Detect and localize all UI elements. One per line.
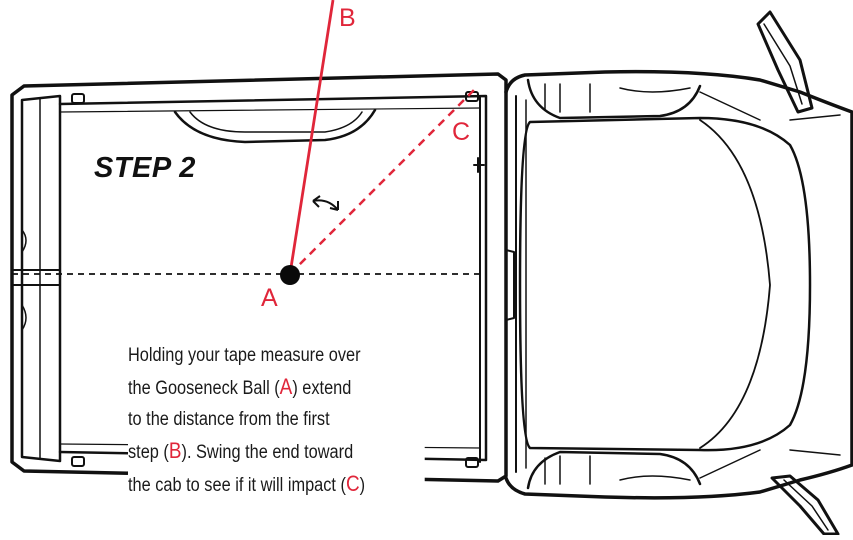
mirror-bottom	[770, 474, 840, 536]
mirror-top	[756, 10, 814, 114]
tailgate	[20, 94, 62, 463]
instructions-line-5: the cab to see if it will impact (C)	[128, 471, 366, 496]
swing-arrow-icon	[312, 199, 339, 211]
bed-outline	[10, 72, 508, 483]
label-a: A	[261, 284, 278, 312]
gooseneck-ball	[280, 265, 300, 285]
instructions-line-4: step (B). Swing the end toward	[128, 438, 354, 463]
wheel-well-top	[173, 108, 377, 144]
instructions-line-3: to the distance from the first	[128, 409, 330, 430]
cab-roof	[518, 116, 812, 452]
instructions-line-2: the Gooseneck Ball (A) extend	[128, 374, 352, 399]
instructions-text: Holding your tape measure over the Goose…	[128, 340, 425, 501]
tape-line-a-b	[288, 0, 335, 275]
tape-line-a-c	[289, 85, 479, 275]
instructions-line-1: Holding your tape measure over	[128, 345, 361, 366]
label-b: B	[339, 4, 356, 32]
cab-outline	[504, 69, 853, 500]
step-title: STEP 2	[94, 152, 196, 184]
label-c: C	[452, 118, 471, 146]
